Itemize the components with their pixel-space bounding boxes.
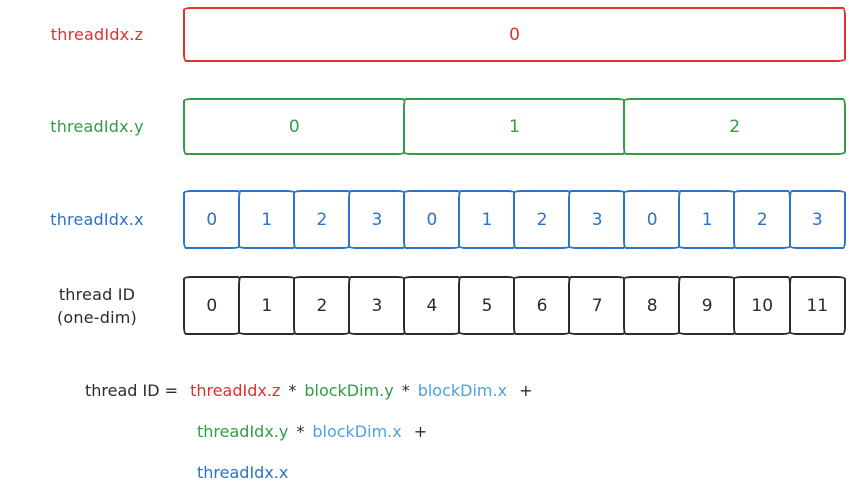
formula-term: blockDim.x [312,421,402,441]
cell-y-1: 1 [403,98,626,155]
formula-operator: * [296,421,305,441]
row-label-x: threadIdx.x [22,190,172,249]
cell-x-1: 1 [238,190,296,249]
formula-term: blockDim.x [417,380,508,400]
cell-x-3: 3 [348,190,406,249]
cell-z-0: 0 [183,7,846,62]
cell-x-8: 0 [623,190,681,249]
formula-term: threadIdx.x [197,462,289,482]
formula-line-2: threadIdx.y * blockDim.x + [85,420,540,442]
cell-id-1: 1 [238,276,296,335]
row-label-line: (one-dim) [56,307,138,327]
cell-x-5: 1 [458,190,516,249]
cell-x-9: 1 [678,190,736,249]
cell-id-11: 11 [788,276,847,335]
row-cells-z: 0 [183,7,846,62]
cell-x-7: 3 [568,190,626,249]
cell-x-11: 3 [788,190,847,249]
cell-id-9: 9 [678,276,736,335]
row-label-z: threadIdx.z [22,7,172,62]
row-label-id: thread ID (one-dim) [22,276,172,335]
formula-operator: * [401,380,410,400]
formula-line-3-terms: threadIdx.x [197,463,295,482]
cell-id-7: 7 [568,276,626,335]
cell-id-0: 0 [183,276,241,335]
row-label-line: thread ID [58,284,136,304]
cell-id-10: 10 [733,276,792,335]
formula-operator: + [519,380,533,400]
formula-line-1: thread ID = threadIdx.z * blockDim.y * block… [85,379,540,401]
cell-x-6: 2 [513,190,571,249]
formula-line-3: threadIdx.x [85,461,540,483]
formula-term: threadIdx.z [190,380,281,400]
cell-id-4: 4 [403,276,461,335]
cell-y-0: 0 [183,98,406,155]
cell-id-8: 8 [623,276,681,335]
formula-line-2-terms: threadIdx.y * blockDim.x + [197,422,435,441]
formula-term: blockDim.y [304,380,394,400]
row-z: threadIdx.z 0 [0,7,862,62]
cell-x-0: 0 [183,190,241,249]
cell-id-2: 2 [293,276,351,335]
cell-id-6: 6 [513,276,571,335]
cell-id-3: 3 [348,276,406,335]
formula-line-1-terms: threadIdx.z * blockDim.y * blockDim.x + [190,381,540,400]
cell-y-2: 2 [623,98,847,155]
formula-term: threadIdx.y [197,421,289,441]
formula: thread ID = threadIdx.z * blockDim.y * block… [85,379,540,491]
cell-x-2: 2 [293,190,351,249]
formula-operator: + [413,421,428,441]
cell-id-5: 5 [458,276,516,335]
row-label-line: threadIdx.x [50,210,144,229]
cell-x-4: 0 [403,190,461,249]
formula-operator: * [288,380,297,400]
formula-lhs: thread ID = [85,380,179,400]
row-label-line: threadIdx.z [50,25,144,44]
row-label-y: threadIdx.y [22,98,172,155]
cell-x-10: 2 [733,190,792,249]
row-label-line: threadIdx.y [50,117,144,136]
